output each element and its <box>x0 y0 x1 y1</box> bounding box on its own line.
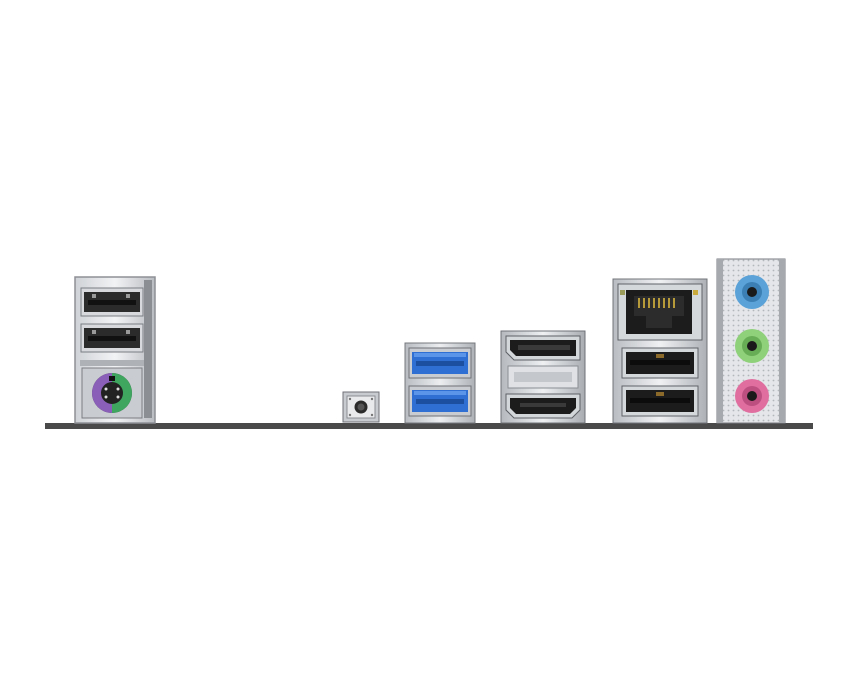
usb-2-port-bottom[interactable] <box>80 323 144 353</box>
pcb-edge <box>45 423 813 429</box>
usb-port-lan-stack-bottom[interactable] <box>621 385 699 417</box>
audio-line-in-jack[interactable] <box>735 275 769 309</box>
rj45-lan-port[interactable] <box>617 283 703 341</box>
audio-jack-stack <box>716 258 786 424</box>
hdmi-port[interactable] <box>505 393 581 419</box>
usb-3-stack <box>404 342 476 424</box>
usb-2-port-top[interactable] <box>80 287 144 317</box>
video-output-stack <box>500 330 586 424</box>
usb-ps2-stack <box>74 276 156 424</box>
lan-usb-stack <box>612 278 708 424</box>
ps2-combo-port[interactable] <box>81 367 143 419</box>
usb-3-port-bottom[interactable] <box>408 385 472 417</box>
usb-port-lan-stack-top[interactable] <box>621 347 699 379</box>
displayport[interactable] <box>505 335 581 361</box>
audio-mic-jack[interactable] <box>735 379 769 413</box>
audio-line-out-jack[interactable] <box>735 329 769 363</box>
bios-flashback-button[interactable] <box>342 390 380 424</box>
usb-3-port-top[interactable] <box>408 347 472 379</box>
